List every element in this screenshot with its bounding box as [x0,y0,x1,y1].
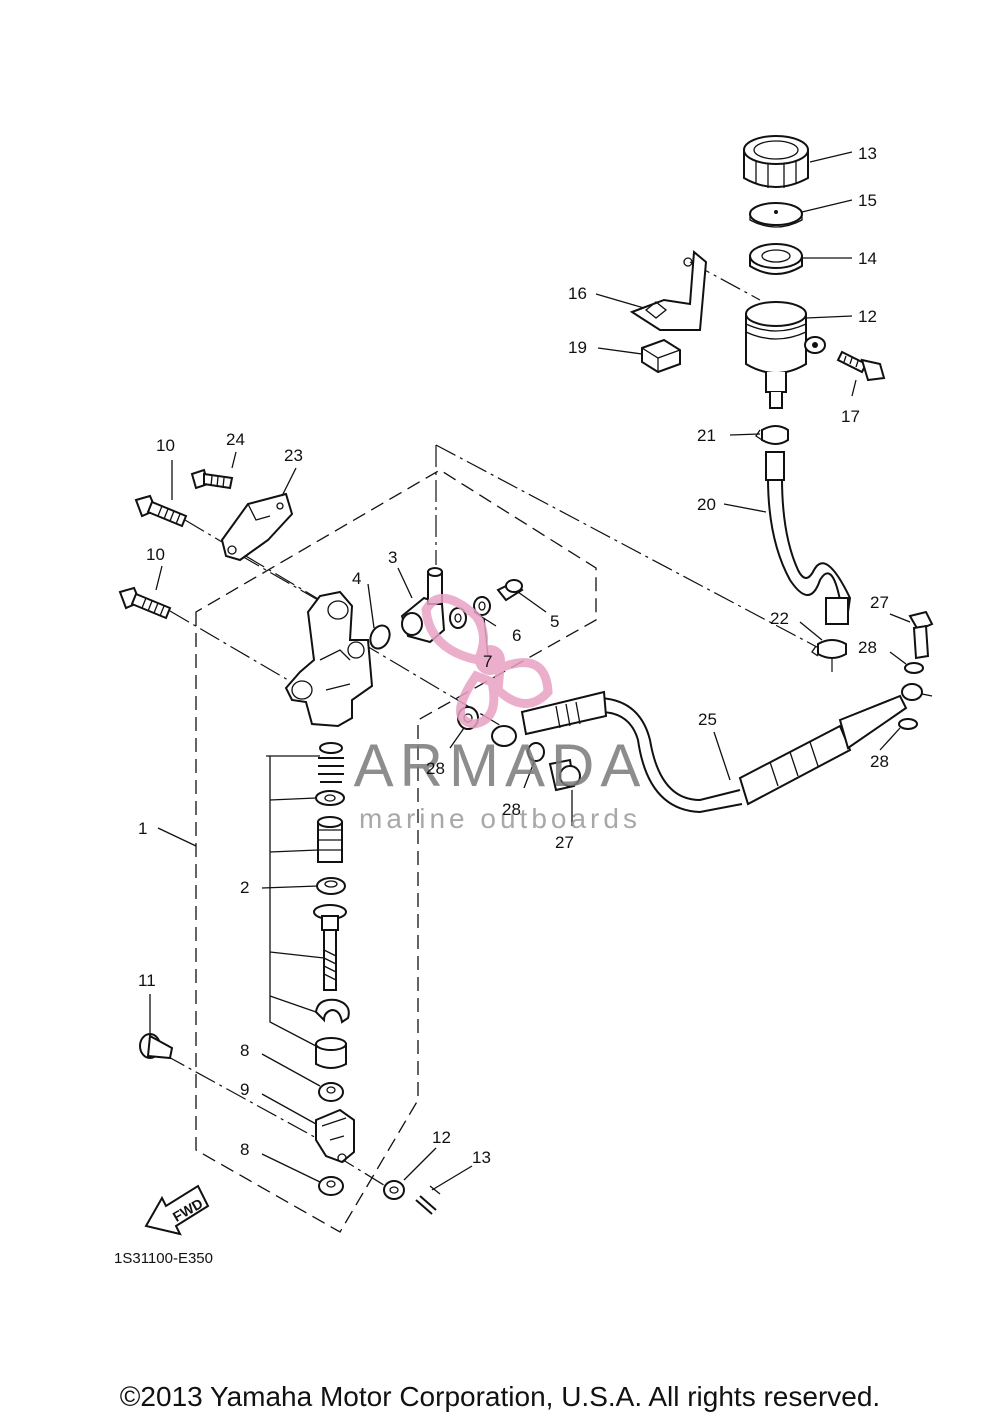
callout-15: 13 [858,144,877,163]
callout-20: 19 [568,338,587,357]
callout-2: 2 [240,878,249,897]
diaphragm-plate-17 [749,202,803,228]
copyright-notice: ©2013 Yamaha Motor Corporation, U.S.A. A… [120,1381,880,1412]
callout-21: 20 [697,495,716,514]
nut-8-upper [318,1082,344,1102]
callout-9: 9 [240,1080,249,1099]
callout-labels: 13 15 14 12 16 19 17 21 20 22 27 28 25 2… [138,144,889,1167]
damper-20 [641,338,681,374]
brake-hose-26 [491,683,933,814]
bolt-25 [190,468,234,490]
callout-24: 23 [284,446,303,465]
washer-12 [383,1180,405,1200]
callout-1: 1 [138,819,147,838]
bolt-10-lower [118,586,172,620]
callout-28-lower-right: 28 [870,752,889,771]
callout-10-upper: 10 [156,436,175,455]
nut-8-lower [318,1176,344,1196]
callout-22: 21 [697,426,716,445]
primary-cup [317,816,343,863]
circlip [314,998,350,1024]
watermark-tagline: marine outboards [359,803,641,834]
piston-seal-2 [316,877,346,895]
assembly-outline [195,469,597,1233]
callout-14: 12 [858,307,877,326]
callout-7: 7 [483,652,492,671]
callout-13: 13 [472,1148,491,1167]
union-bolt-27-right [908,610,934,660]
fwd-arrow-icon: FWD [144,1184,210,1236]
screw-5 [496,579,524,602]
drawing-code: 1S31100-E350 [114,1250,213,1267]
clevis-9 [315,1108,355,1164]
clamp-23 [811,639,847,659]
cotter-pin-13 [415,1185,441,1215]
bracket-24 [220,492,294,562]
callout-16: 14 [858,249,877,268]
callout-8-upper: 8 [240,1041,249,1060]
leader-lines [149,151,911,1191]
hose-21 [765,451,852,625]
pin-11 [139,1033,174,1060]
bracket-18 [629,249,708,331]
callout-18: 16 [568,284,587,303]
callout-28-middle: 28 [502,800,521,819]
washer-28-middle [527,742,545,762]
reservoir-cap-15 [743,135,809,188]
washer-28-upper-right [904,662,924,674]
washer-6-right [473,596,491,616]
callout-5: 5 [550,612,559,631]
callout-17: 15 [858,191,877,210]
callout-26: 25 [698,710,717,729]
callout-27-right: 27 [870,593,889,612]
master-cylinder-body [284,590,374,728]
push-rod [313,904,347,991]
spring-seat [315,790,345,806]
callout-28-left: 28 [426,759,445,778]
callout-6: 6 [512,626,521,645]
callout-23: 22 [770,609,789,628]
union-bolt-27-middle [548,758,581,792]
watermark-brand: ARMADA [354,732,647,799]
armada-watermark: ARMADA marine outboards [354,593,647,834]
reservoir-14 [745,301,826,409]
diaphragm-16 [749,243,803,275]
bolt-19 [836,350,886,382]
clamp-22 [755,425,789,445]
callout-12: 12 [432,1128,451,1147]
bolt-10-upper [134,494,188,528]
boot [315,1037,347,1069]
callout-10-lower: 10 [146,545,165,564]
o-ring-4 [369,624,391,650]
washer-6-left [449,607,467,629]
callout-19: 17 [841,407,860,426]
callout-11: 11 [138,971,156,990]
washer-28-lower-right [898,718,918,730]
callout-3: 3 [388,548,397,567]
callout-25: 24 [226,430,245,449]
propeller-logo-icon [421,593,553,729]
joint-3 [400,567,446,644]
spring [318,742,344,783]
callout-27-middle: 27 [555,833,574,852]
callout-4: 4 [352,569,361,588]
callout-8-lower: 8 [240,1140,249,1159]
callout-28-upper-right: 28 [858,638,877,657]
